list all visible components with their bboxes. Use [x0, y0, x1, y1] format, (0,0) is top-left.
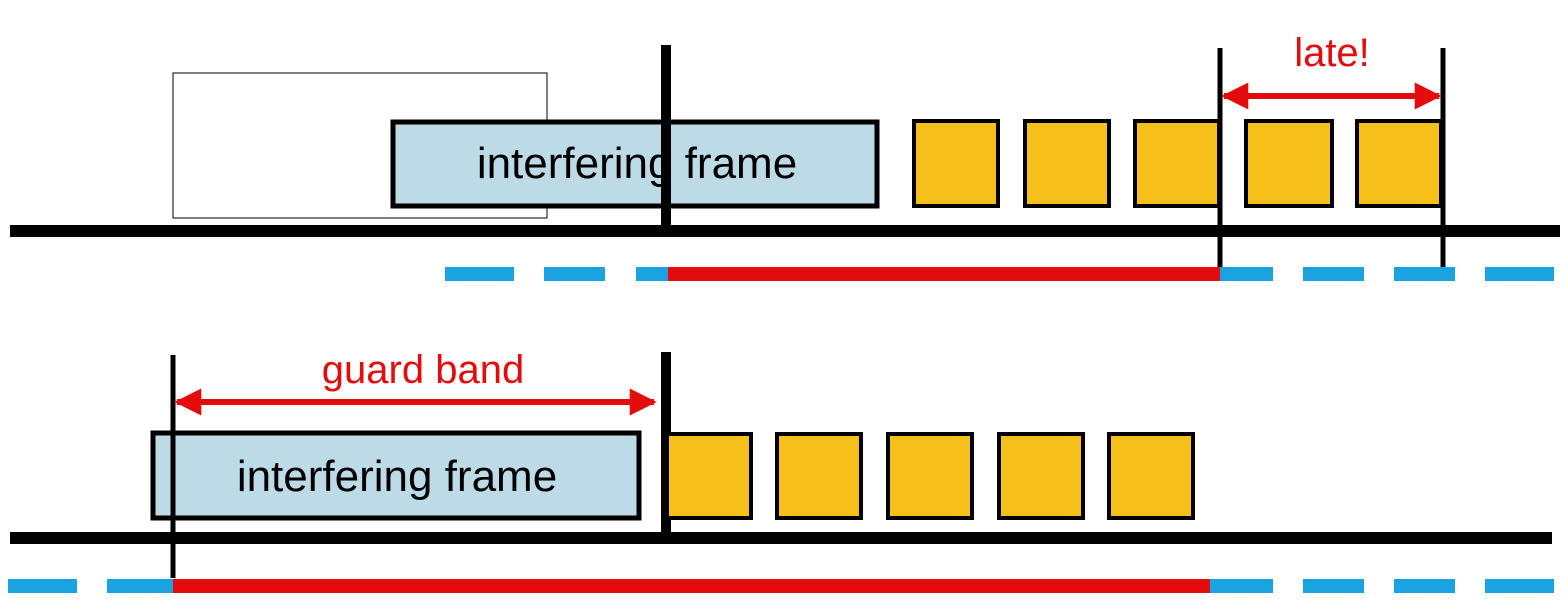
- red-closed-segment: [668, 267, 1220, 281]
- blue-dash: [445, 267, 514, 281]
- bottom-packet: [775, 432, 863, 520]
- blue-dash: [1485, 579, 1554, 593]
- blue-dash: [544, 267, 605, 281]
- bottom-interfering-frame-label: interfering frame: [237, 452, 557, 501]
- bottom-guard-band-label: guard band: [322, 348, 524, 392]
- blue-dash: [1303, 267, 1364, 281]
- bottom-packet: [997, 432, 1085, 520]
- top-packet: [1355, 119, 1443, 208]
- top-packet: [1023, 119, 1111, 208]
- blue-dash: [107, 579, 173, 593]
- blue-dash: [8, 579, 77, 593]
- red-closed-segment: [173, 579, 1210, 593]
- top-interfering-frame: [390, 119, 880, 209]
- top-interfering-frame-label: interfering frame: [477, 139, 797, 188]
- blue-dash: [1220, 267, 1273, 281]
- bottom-packet: [886, 432, 974, 520]
- blue-dash: [1485, 267, 1554, 281]
- bottom-gate-schedule: [8, 579, 1554, 593]
- bottom-packet: [665, 432, 753, 520]
- top-packet: [912, 119, 1000, 208]
- top-packet: [1133, 119, 1221, 208]
- bottom-packet: [1107, 432, 1195, 520]
- bottom-interfering-frame: [150, 430, 642, 521]
- blue-dash: [636, 267, 668, 281]
- bottom-scenario: interfering frame guard band: [8, 348, 1554, 593]
- blue-dash: [1210, 579, 1273, 593]
- top-packet: [1244, 119, 1334, 208]
- blue-dash: [1303, 579, 1364, 593]
- top-late-label: late!: [1294, 31, 1370, 75]
- blue-dash: [1394, 267, 1455, 281]
- blue-dash: [1394, 579, 1455, 593]
- top-gate-schedule: [445, 267, 1554, 281]
- top-scenario: interfering frame late!: [10, 31, 1560, 281]
